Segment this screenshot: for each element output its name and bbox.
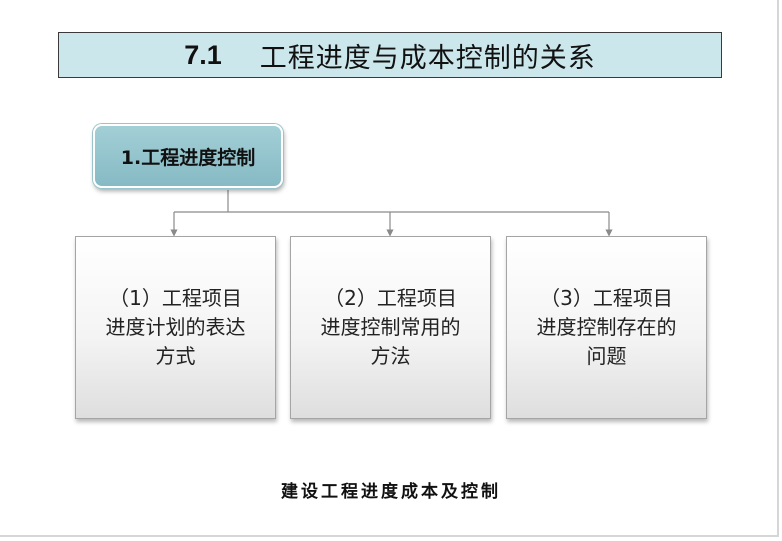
child-node-label: （2）工程项目进度控制常用的方法 xyxy=(320,286,461,368)
child-node-control-methods: （2）工程项目进度控制常用的方法 xyxy=(290,236,491,419)
child-node-existing-problems: （3）工程项目进度控制存在的问题 xyxy=(506,236,707,419)
child-node-plan-representation: （1）工程项目进度计划的表达方式 xyxy=(75,236,276,419)
title-bar: 7.1 工程进度与成本控制的关系 xyxy=(58,32,722,78)
page-title: 工程进度与成本控制的关系 xyxy=(259,42,596,74)
root-node: 1.工程进度控制 xyxy=(93,124,283,188)
footer-caption: 建设工程进度成本及控制 xyxy=(281,482,501,502)
root-node-label: 1.工程进度控制 xyxy=(120,146,256,169)
section-number: 7.1 xyxy=(184,39,222,70)
child-node-label: （1）工程项目进度计划的表达方式 xyxy=(105,286,246,368)
child-node-label: （3）工程项目进度控制存在的问题 xyxy=(536,286,677,368)
